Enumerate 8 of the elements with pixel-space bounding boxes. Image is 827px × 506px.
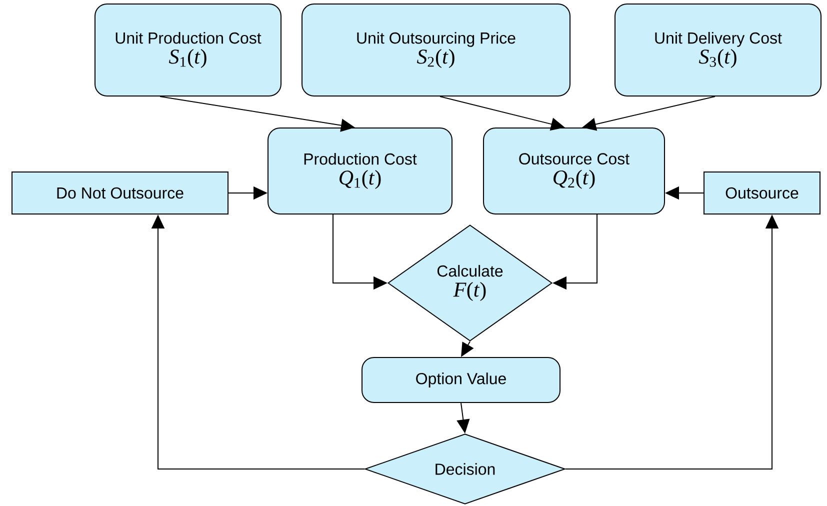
process-box: Production Cost Q$_{1}$(t) <box>268 128 452 214</box>
process-box: Unit Production Cost S$_{1}$(t) <box>94 4 282 96</box>
option-box: Outsource <box>704 172 820 214</box>
process-box: Unit Delivery Cost S$_{3}$(t) <box>614 4 822 96</box>
process-box: Unit Outsourcing Price S$_{2}$(t) <box>302 4 570 96</box>
process-box: Outsource Cost Q$_{2}$(t) <box>483 128 665 214</box>
option-box: Do Not Outsource <box>12 172 228 214</box>
process-box: Option Value <box>362 357 560 403</box>
